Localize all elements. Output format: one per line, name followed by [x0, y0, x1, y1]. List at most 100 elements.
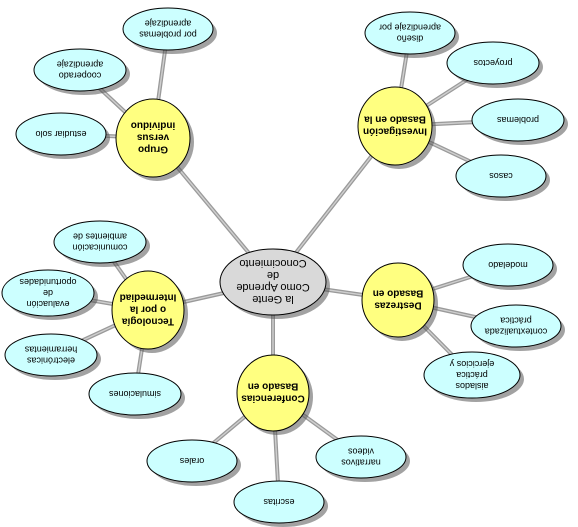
leaf-orales-line: orales: [179, 456, 204, 466]
leaf-cooperado-line: aprendizaje: [57, 59, 104, 69]
leaf-orales: orales: [146, 439, 238, 483]
leaf-solo-text: estudiar solo: [35, 129, 86, 139]
leaf-simulaciones-line: simulaciones: [108, 389, 161, 399]
leaf-problemas2-shape: [471, 98, 565, 142]
leaf-modelado: modelado: [462, 243, 554, 287]
branch-investigacion-line: Basado en la: [364, 114, 426, 125]
leaf-evaluacion-line: oportunidades: [19, 277, 77, 287]
leaf-escritas: escritas: [233, 480, 325, 524]
leaf-problemas-shape: [122, 7, 214, 51]
leaf-simulaciones: simulaciones: [88, 372, 182, 416]
leaf-solo-shape: [15, 112, 107, 156]
leaf-diseno-line: aprendizaje por: [379, 22, 441, 32]
leaf-ejercicios-line: práctica: [456, 370, 488, 380]
center-node-line: Conocimiento: [239, 257, 306, 269]
leaf-videos-shape: [315, 435, 407, 479]
leaf-comunicacion-shape: [53, 220, 147, 264]
leaf-herramientas-line: herramientas: [24, 344, 77, 354]
leaf-casos-shape: [455, 154, 547, 198]
branch-conferencias-line: Conferencias: [241, 393, 305, 404]
leaf-proyectos-text: proyectos: [473, 58, 513, 68]
branch-grupo-shape: [115, 98, 191, 178]
branch-investigacion-shape: [357, 86, 433, 166]
leaf-contextualizada-line: práctica: [500, 315, 532, 325]
branch-conferencias-line: Basado en: [248, 381, 299, 392]
leaf-proyectos-shape: [446, 41, 540, 85]
leaf-ejercicios-line: aislados: [455, 381, 489, 391]
leaf-modelado-shape: [462, 243, 554, 287]
branch-destrezas-shape: [361, 262, 435, 338]
leaf-comunicacion-line: ambientes de: [73, 231, 127, 241]
leaf-modelado-text: modelado: [488, 260, 528, 270]
leaf-problemas2-line: problemas: [496, 115, 539, 125]
branch-tecnologia-line: o por la: [130, 304, 167, 315]
center-node-shape: [219, 248, 327, 316]
leaf-escritas-line: escritas: [263, 497, 295, 507]
leaf-escritas-text: escritas: [263, 497, 295, 507]
leaf-casos: casos: [455, 154, 547, 198]
branch-destrezas-line: Destrezas: [374, 300, 422, 311]
branch-tecnologia-shape: [111, 270, 185, 350]
leaf-solo-line: estudiar solo: [35, 129, 86, 139]
leaf-casos-text: casos: [489, 171, 513, 181]
leaf-diseno-shape: [364, 11, 456, 55]
center-node-line: de: [267, 269, 279, 281]
leaf-cooperado-line: cooperado: [59, 70, 102, 80]
leaf-problemas-line: aprendizaje: [145, 18, 192, 28]
branch-tecnologia-line: Tecnología: [122, 316, 174, 327]
leaf-simulaciones-text: simulaciones: [108, 389, 161, 399]
branch-conferencias-shape: [236, 354, 310, 432]
leaf-diseno-line: diseño: [397, 33, 424, 43]
leaf-evaluacion-line: evaluación: [26, 299, 69, 309]
branch-tecnologia-line: Intermediad: [120, 292, 177, 303]
leaf-orales-text: orales: [179, 456, 204, 466]
leaf-cooperado-shape: [33, 48, 127, 92]
leaf-evaluacion-shape: [1, 269, 95, 317]
leaf-contextualizada-line: contextualizada: [485, 326, 548, 336]
branch-grupo-line: Grupo: [138, 144, 168, 155]
leaf-proyectos: proyectos: [446, 41, 540, 85]
leaf-problemas2-text: problemas: [496, 115, 539, 125]
leaf-simulaciones-shape: [88, 372, 182, 416]
leaf-evaluacion-line: de: [43, 288, 53, 298]
leaf-videos-line: videos: [347, 446, 374, 456]
leaf-escritas-shape: [233, 480, 325, 524]
leaf-modelado-line: modelado: [488, 260, 528, 270]
branch-grupo-line: versus: [136, 132, 169, 143]
leaf-contextualizada-shape: [470, 304, 562, 348]
center-node-line: Como Aprende: [236, 281, 309, 293]
leaf-proyectos-line: proyectos: [473, 58, 513, 68]
leaf-comunicacion-line: comunicación: [72, 242, 127, 252]
leaf-herramientas-shape: [4, 333, 98, 377]
leaf-solo: estudiar solo: [15, 112, 107, 156]
branch-destrezas-line: Basado en: [373, 288, 424, 299]
leaf-casos-line: casos: [489, 171, 513, 181]
leaf-ejercicios-shape: [423, 351, 521, 399]
branch-investigacion-line: Investigación: [363, 126, 427, 137]
